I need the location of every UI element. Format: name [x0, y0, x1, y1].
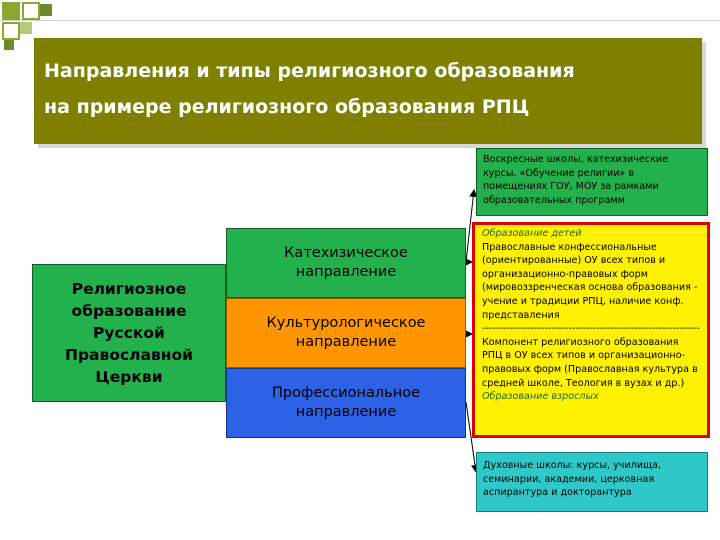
- adult-education-heading: Образование взрослых: [482, 391, 599, 403]
- professional-direction-label: Профессиональное направление: [272, 385, 420, 420]
- decor-square: [2, 2, 20, 20]
- spiritual-schools-text: Духовные школы: курсы, училища, семинари…: [483, 460, 662, 499]
- decor-line: [0, 20, 720, 21]
- decor-square: [4, 40, 14, 50]
- component-text: Компонент религиозного образования РПЦ в…: [482, 336, 698, 389]
- separator-line: ----------------------------------------…: [482, 323, 700, 335]
- confessional-education-box: Образование детей Православные конфессио…: [472, 222, 710, 438]
- arrow-to-spiritual-schools: [465, 401, 479, 473]
- catechetical-direction-box: Катехизическое направление: [226, 228, 466, 298]
- rpc-education-box: Религиозное образование Русской Правосла…: [32, 264, 226, 402]
- confessional-schools-text: Православные конфессиональные (ориентиро…: [482, 241, 698, 321]
- culturological-direction-box: Культурологическое направление: [226, 298, 466, 368]
- page-title-line2: на примере религиозного образования РПЦ: [44, 96, 530, 118]
- title-banner: Направления и типы религиозного образова…: [34, 38, 702, 144]
- decor-square: [22, 2, 40, 20]
- culturological-direction-label: Культурологическое направление: [266, 315, 426, 350]
- decor-square: [2, 22, 20, 40]
- arrow-to-sunday-schools: [465, 189, 478, 263]
- page-title-line1: Направления и типы религиозного образова…: [44, 60, 575, 82]
- decor-square: [40, 4, 52, 16]
- spiritual-schools-box: Духовные школы: курсы, училища, семинари…: [476, 452, 708, 512]
- catechetical-direction-label: Катехизическое направление: [284, 245, 408, 280]
- rpc-education-label: Религиозное образование Русской Правосла…: [64, 280, 193, 386]
- professional-direction-box: Профессиональное направление: [226, 368, 466, 438]
- children-education-heading: Образование детей: [482, 228, 582, 239]
- sunday-schools-box: Воскресные школы, катехизические курсы. …: [476, 148, 708, 216]
- sunday-schools-text: Воскресные школы, катехизические курсы. …: [483, 154, 669, 206]
- decor-square: [20, 22, 32, 34]
